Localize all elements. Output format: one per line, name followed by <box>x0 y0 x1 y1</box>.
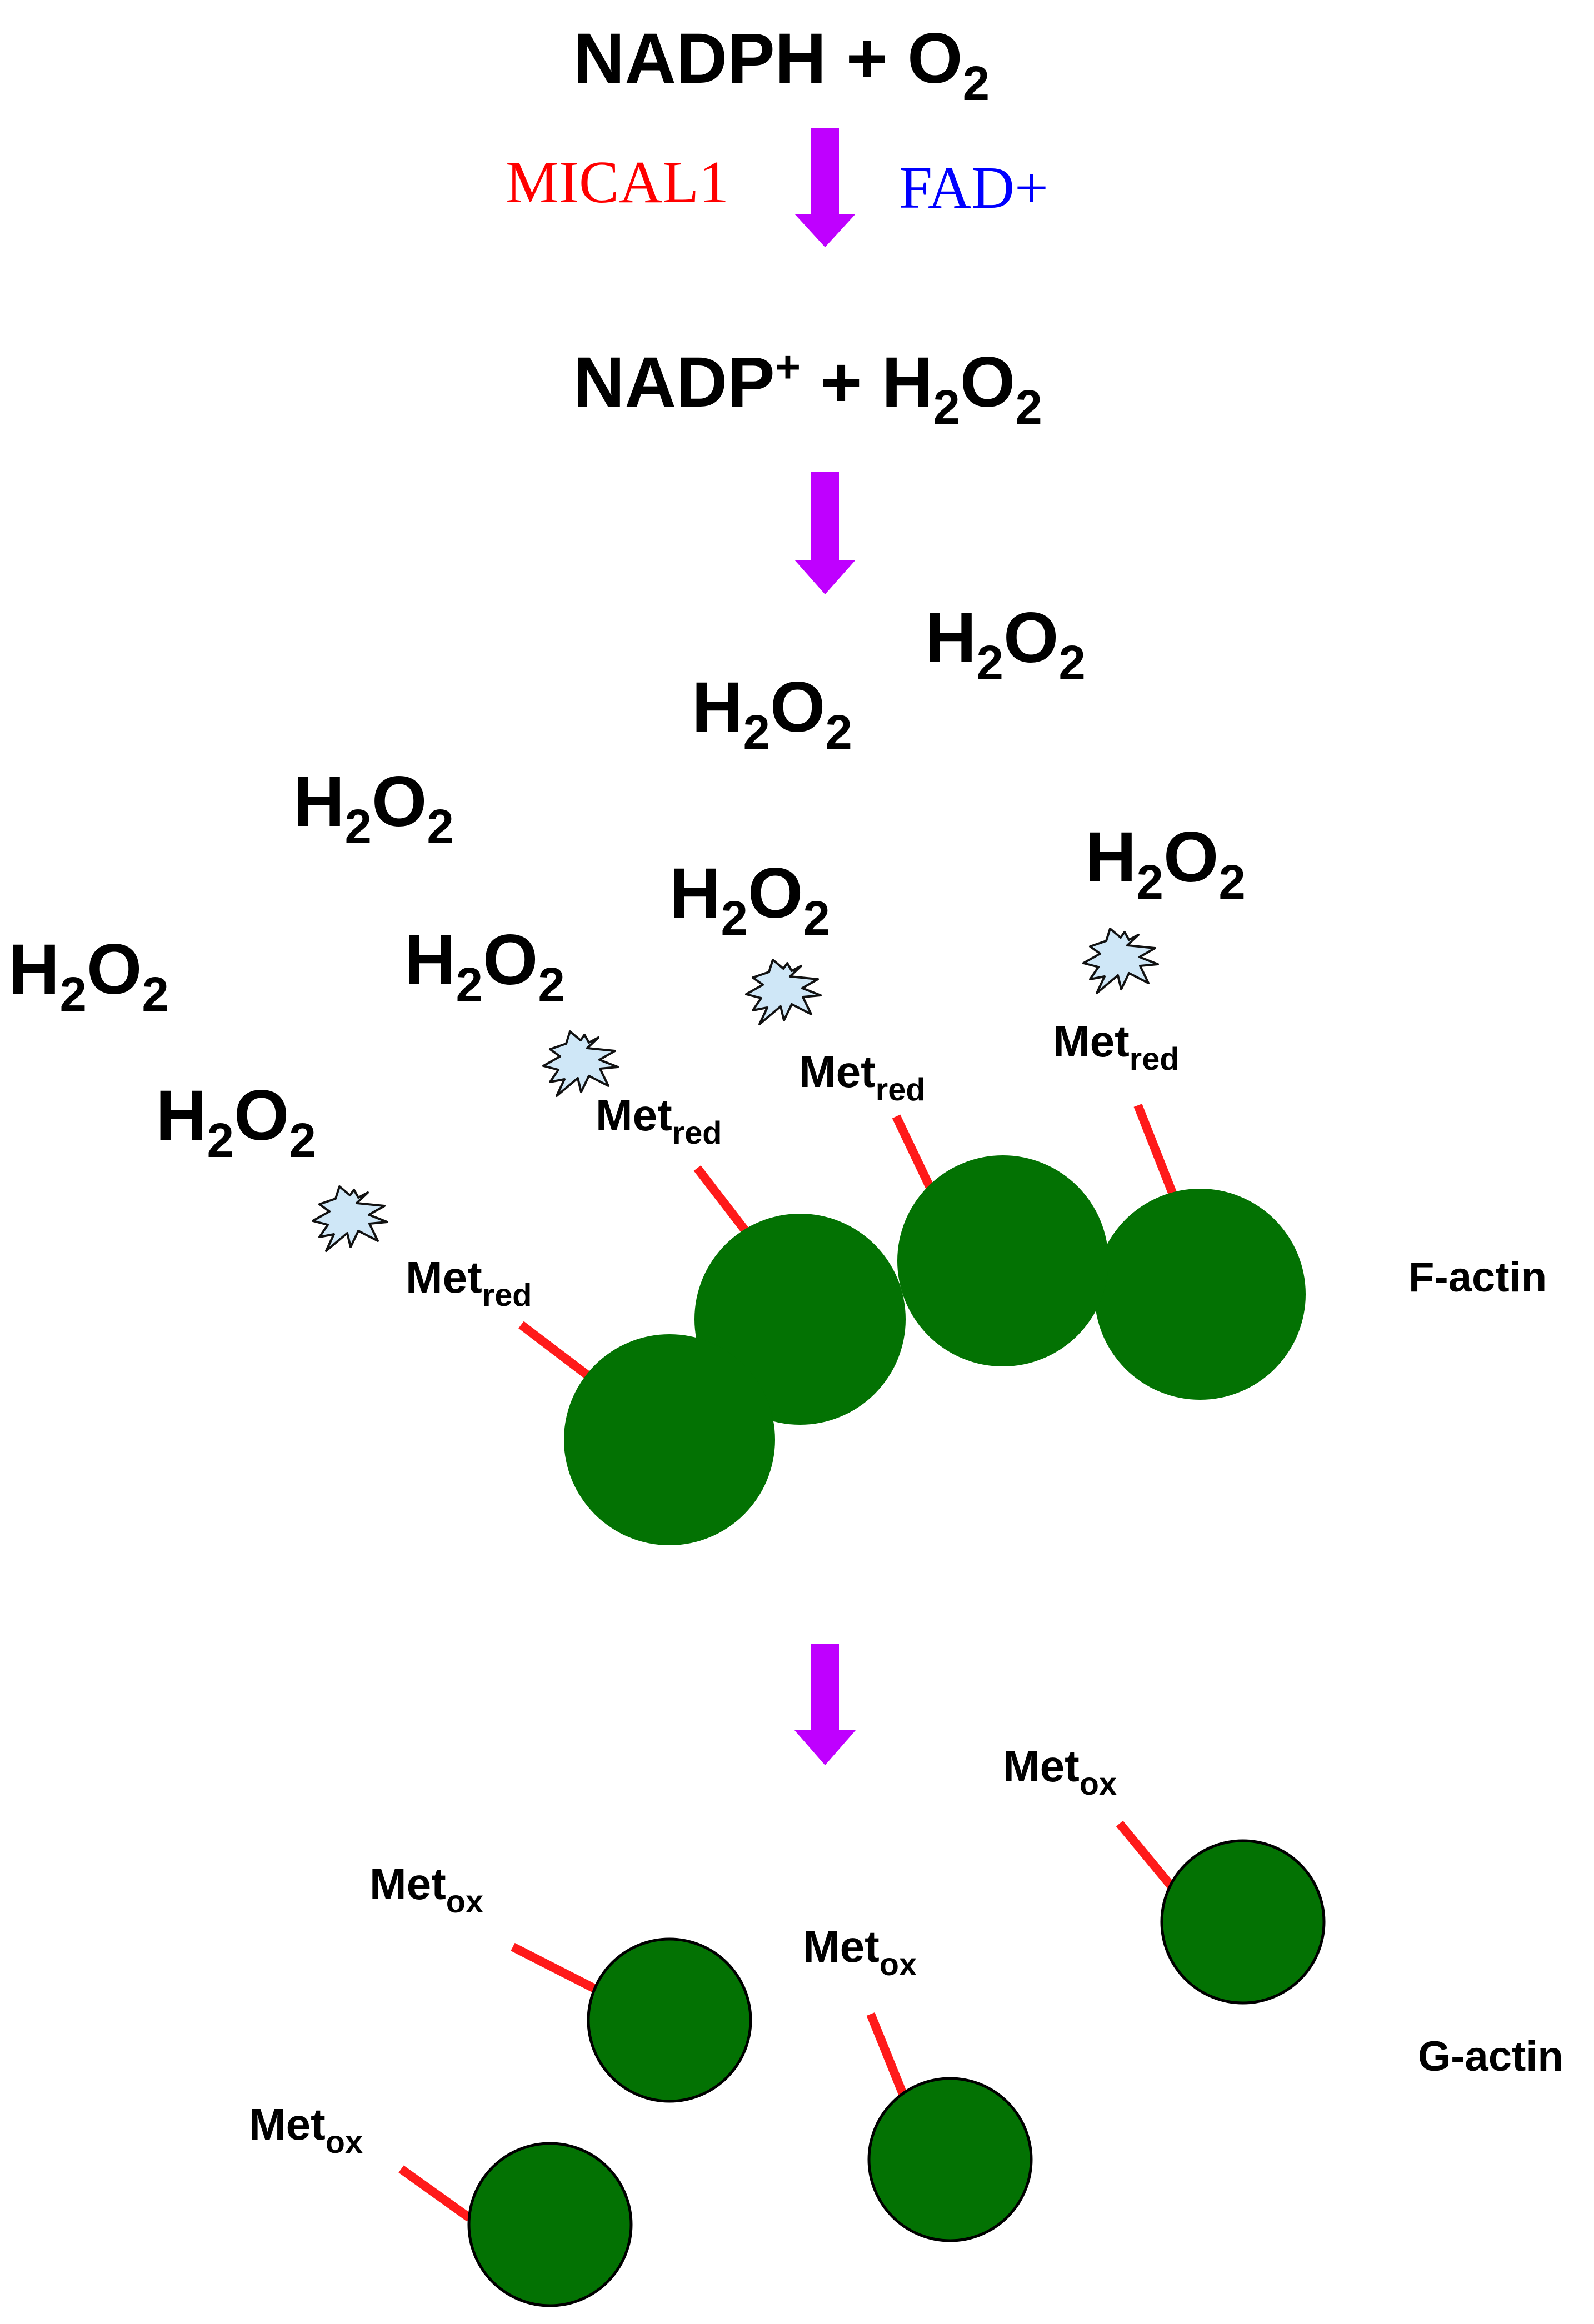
reaction-arrow-1 <box>794 128 856 247</box>
h2o2-molecule: H2O2 <box>1085 818 1246 910</box>
met-side-chain <box>1116 1820 1176 1891</box>
h2o2-molecule: H2O2 <box>692 668 852 760</box>
h2o2-molecule: H2O2 <box>293 762 454 854</box>
f-actin-subunit <box>564 1334 775 1545</box>
g-actin-monomer <box>867 2077 1033 2242</box>
f-actin-subunit <box>897 1155 1108 1366</box>
h2o2-molecule: H2O2 <box>8 930 169 1022</box>
met-side-chain <box>398 2165 472 2222</box>
cofactor-label: FAD+ <box>899 155 1048 221</box>
reaction-arrow-2 <box>794 472 856 594</box>
g-actin-monomer <box>587 1937 752 2103</box>
met-red-label: Metred <box>1053 1016 1180 1078</box>
oxidation-burst-icon <box>312 1185 388 1252</box>
met-red-label: Metred <box>799 1047 926 1108</box>
met-ox-label: Metox <box>1003 1741 1117 1802</box>
g-actin-label: G-actin <box>1418 2033 1563 2080</box>
met-side-chain <box>892 1114 935 1191</box>
met-red-label: Metred <box>406 1253 532 1314</box>
h2o2-molecule: H2O2 <box>404 920 565 1013</box>
met-ox-label: Metox <box>369 1859 483 1920</box>
met-red-label: Metred <box>596 1090 722 1151</box>
oxidation-burst-icon <box>542 1030 619 1097</box>
g-actin-monomer <box>1160 1839 1326 2005</box>
reaction-arrow-3 <box>794 1644 856 1765</box>
substrate-formula: NADPH + O2 <box>573 19 990 111</box>
product-formula: NADP+ + H2O2 <box>573 342 1042 435</box>
met-side-chain <box>518 1321 593 1381</box>
oxidation-burst-icon <box>1082 928 1159 994</box>
f-actin-subunit <box>1095 1189 1306 1400</box>
f-actin-label: F-actin <box>1408 1254 1547 1301</box>
h2o2-molecule: H2O2 <box>156 1076 316 1168</box>
enzyme-label: MICAL1 <box>506 149 729 216</box>
met-ox-label: Metox <box>803 1922 917 1983</box>
h2o2-molecule: H2O2 <box>669 854 830 946</box>
met-ox-label: Metox <box>249 2100 363 2161</box>
met-side-chain <box>1133 1104 1181 1204</box>
g-actin-monomer <box>467 2142 633 2307</box>
met-side-chain <box>511 1942 597 1993</box>
oxidation-burst-icon <box>745 959 822 1025</box>
met-side-chain <box>693 1165 751 1236</box>
h2o2-molecule: H2O2 <box>925 598 1086 690</box>
met-side-chain <box>866 2012 907 2096</box>
